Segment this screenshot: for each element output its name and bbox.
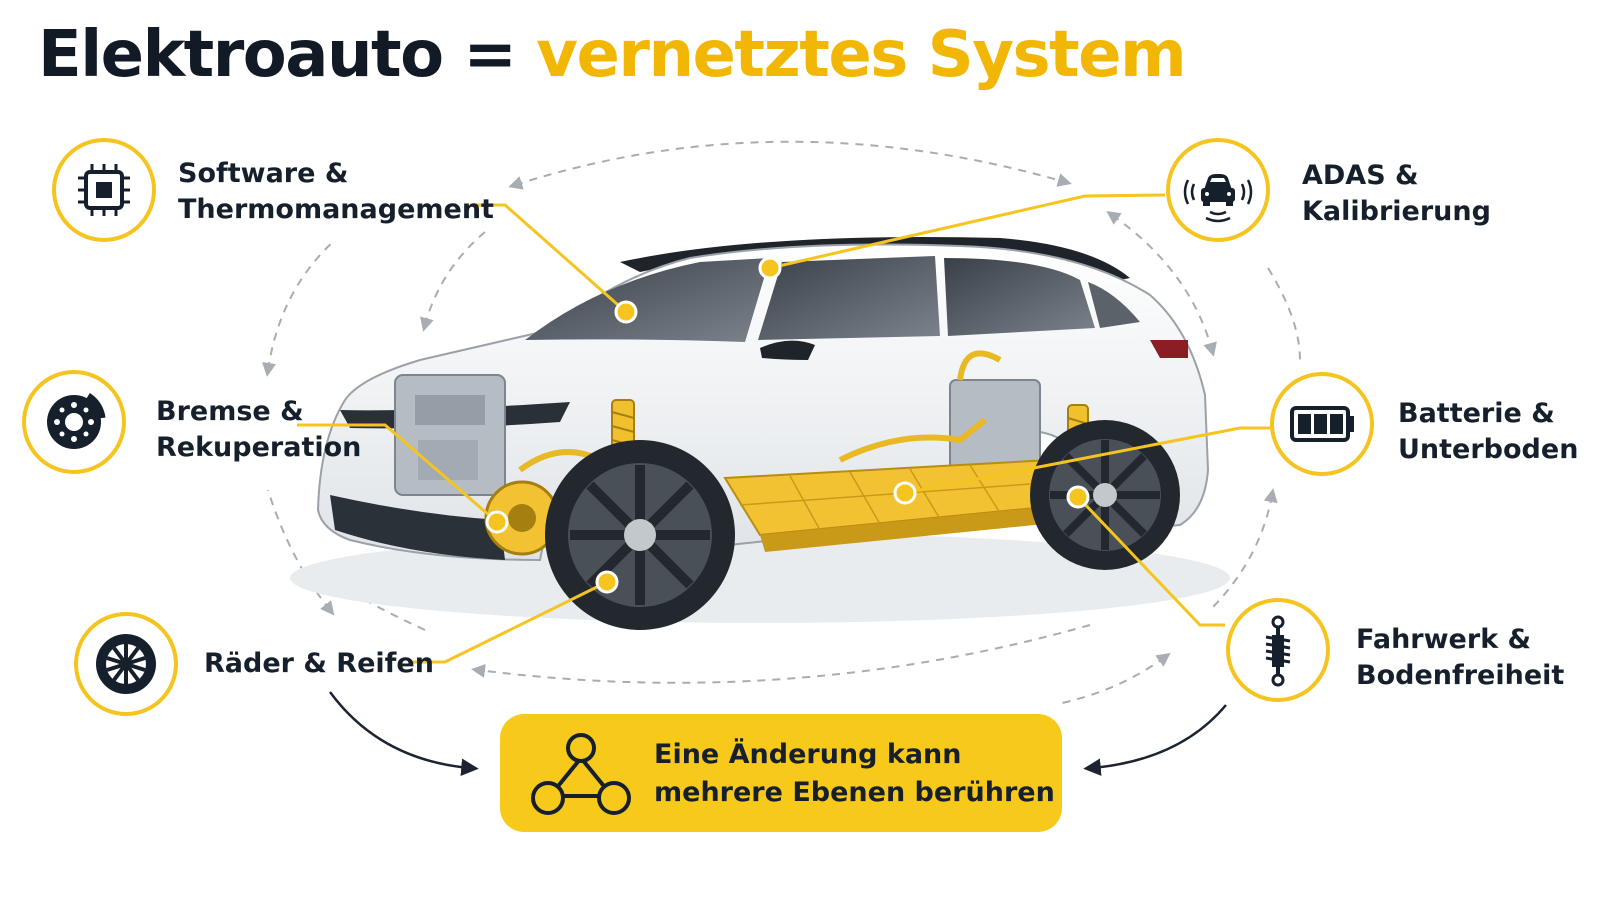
label-adas-line2: Kalibrierung <box>1302 196 1491 227</box>
label-brake-line2: Rekuperation <box>156 432 362 463</box>
label-battery-line1: Batterie & <box>1398 398 1555 429</box>
wheels-icon-circle <box>74 612 178 716</box>
label-suspension: Fahrwerk & Bodenfreiheit <box>1356 622 1564 694</box>
label-battery: Batterie & Unterboden <box>1398 396 1578 468</box>
label-wheels-line1: Räder & Reifen <box>204 648 434 679</box>
arrow-right-to-callout <box>1083 704 1227 776</box>
label-software-line2: Thermomanagement <box>178 194 494 225</box>
chip-icon <box>78 164 130 216</box>
label-adas-line1: ADAS & <box>1302 160 1419 191</box>
callout-box: Eine Änderung kann mehrere Ebenen berühr… <box>500 714 1062 832</box>
software-icon-circle <box>52 138 156 242</box>
callout-line1: Eine Änderung kann <box>654 739 962 770</box>
brake-icon-circle <box>22 370 126 474</box>
arrow-left-to-callout <box>328 691 479 776</box>
label-wheels: Räder & Reifen <box>204 646 434 682</box>
leader-lines <box>297 193 1280 664</box>
battery-icon <box>1290 406 1354 442</box>
leader-dots <box>485 256 1090 594</box>
suspension-icon-circle <box>1226 598 1330 702</box>
battery-icon-circle <box>1270 372 1374 476</box>
adas-icon-circle <box>1166 138 1270 242</box>
title-part-1: Elektroauto = <box>38 18 537 92</box>
network-triangle-icon <box>531 733 631 815</box>
label-suspension-line2: Bodenfreiheit <box>1356 660 1565 691</box>
label-brake: Bremse & Rekuperation <box>156 394 361 466</box>
shock-absorber-icon <box>1265 615 1291 687</box>
label-suspension-line1: Fahrwerk & <box>1356 624 1532 655</box>
wheel-icon <box>96 634 156 694</box>
callout-text: Eine Änderung kann mehrere Ebenen berühr… <box>654 736 1055 812</box>
brake-disc-icon <box>47 393 106 449</box>
label-software-line1: Software & <box>178 158 349 189</box>
callout-line2: mehrere Ebenen berühren <box>654 777 1055 808</box>
label-adas: ADAS & Kalibrierung <box>1302 158 1491 230</box>
label-battery-line2: Unterboden <box>1398 434 1579 465</box>
page-title: Elektroauto = vernetztes System <box>38 18 1187 92</box>
label-brake-line1: Bremse & <box>156 396 304 427</box>
car-illustration <box>290 237 1230 630</box>
title-part-2: vernetztes System <box>536 18 1186 92</box>
label-software: Software & Thermomanagement <box>178 156 494 228</box>
car-sensor-icon <box>1183 174 1253 223</box>
